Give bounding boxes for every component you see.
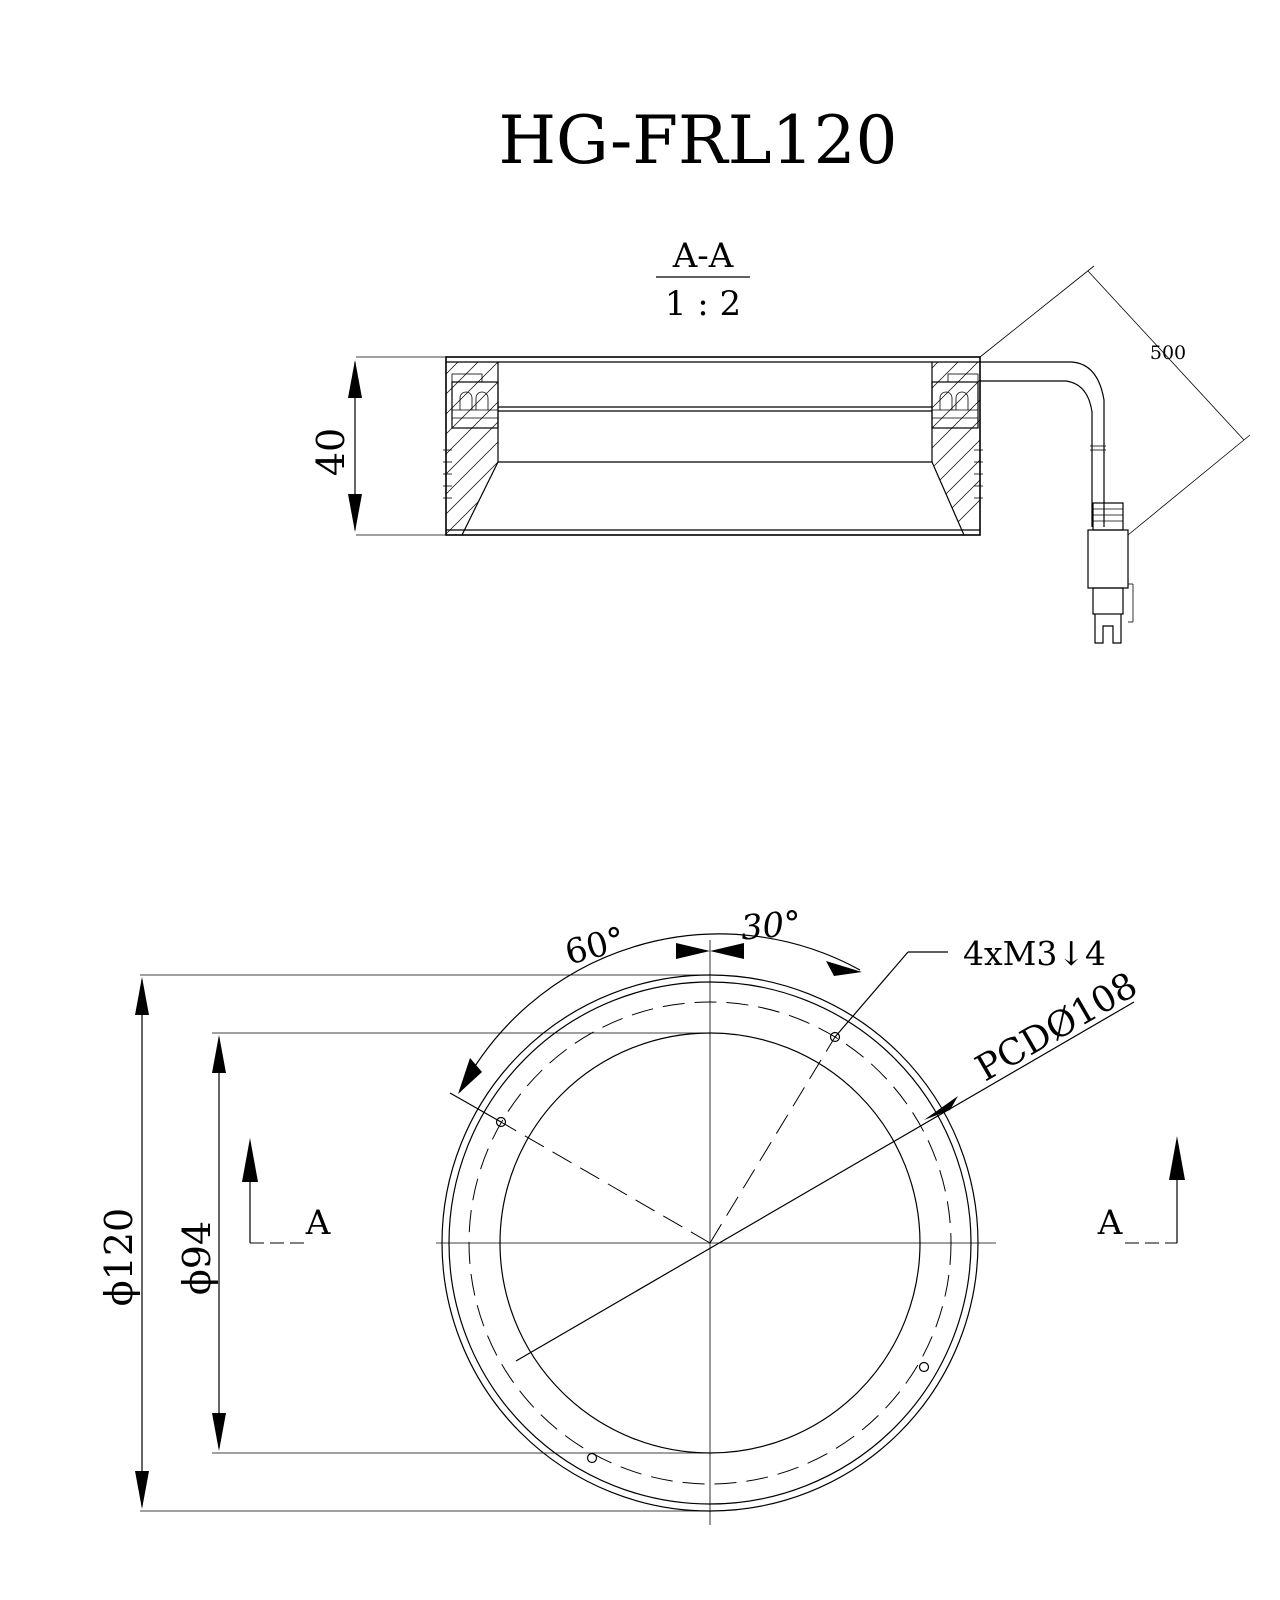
ring-section-body <box>443 356 983 536</box>
section-marker-left <box>242 1138 306 1244</box>
height-dimension-value: 40 <box>309 428 353 476</box>
hole-callout: 4xM3↓4 <box>963 934 1106 973</box>
section-view: A-A 1 : 2 <box>309 236 1251 644</box>
cable <box>980 361 1106 527</box>
section-marker-left-label: A <box>305 1203 331 1243</box>
angle-label-30: 30° <box>739 903 803 948</box>
mounting-hole <box>586 1452 598 1464</box>
section-hatching-left <box>446 362 498 535</box>
section-marker-right <box>1125 1136 1185 1244</box>
mounting-hole <box>495 1116 507 1128</box>
section-scale: 1 : 2 <box>665 284 741 324</box>
cable-length-dimension <box>979 265 1251 536</box>
angle-arc <box>459 933 861 1093</box>
mounting-hole <box>829 1031 841 1043</box>
outer-diameter-dimension <box>135 974 710 1512</box>
section-marker-right-label: A <box>1097 1203 1123 1243</box>
section-hatching-right <box>932 362 980 535</box>
cable-connector <box>1087 502 1134 644</box>
outer-diameter-value: ϕ120 <box>97 1208 141 1306</box>
led-pocket-right <box>931 373 979 429</box>
section-label: A-A <box>672 236 734 276</box>
pcd-label: PCDØ108 <box>969 965 1144 1090</box>
mounting-hole <box>918 1361 930 1373</box>
led-pocket-left <box>451 373 499 429</box>
inner-diameter-dimension <box>212 1032 710 1454</box>
top-view: 60° 30° 4xM3↓4 PCDØ108 ϕ120 ϕ94 A <box>97 903 1185 1525</box>
height-dimension <box>348 356 446 536</box>
inner-diameter-value: ϕ94 <box>175 1221 219 1295</box>
drawing-title: HG-FRL120 <box>498 102 897 179</box>
outer-circle-inner-edge <box>448 981 972 1505</box>
pcd-circle <box>468 1001 952 1485</box>
angle-label-60: 60° <box>561 919 630 973</box>
cable-length-value: 500 <box>1150 342 1186 364</box>
pcd-leader <box>515 1001 1135 1362</box>
